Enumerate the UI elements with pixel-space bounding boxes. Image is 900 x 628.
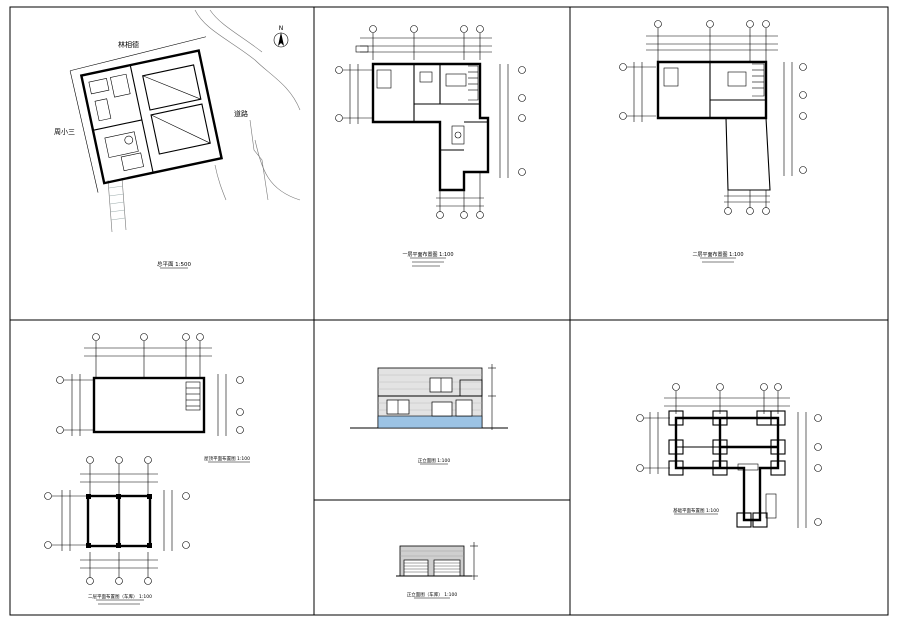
site-label-west-neighbor: 周小三	[54, 127, 75, 136]
panel-elevation-main: 正立面图 1:100	[350, 364, 508, 465]
panel-site-plan: N	[54, 9, 301, 269]
site-label-road: 道路	[234, 109, 248, 118]
floor2-title: 二层平面布置图 1:100	[693, 251, 744, 258]
site-path	[107, 177, 127, 233]
elevation-garage-title: 正立面图（车库） 1:100	[407, 591, 458, 598]
north-arrow-icon: N	[273, 25, 289, 48]
floor1-title: 一层平面布置图 1:100	[403, 251, 454, 258]
panel-floor1-plan: 一层平面布置图 1:100	[335, 25, 526, 267]
elevation-main-title: 正立面图 1:100	[418, 457, 451, 464]
panel-floor2-plan: 二层平面布置图 1:100	[619, 20, 807, 263]
panel-roof-plan: 屋顶平面布置图 1:100	[56, 333, 250, 463]
site-title: 总平面 1:500	[157, 260, 192, 268]
north-label: N	[279, 25, 284, 32]
panel-foundation-plan: 基础平面布置图 1:100	[636, 383, 822, 528]
site-contour-2	[209, 9, 263, 53]
panel-floor2-annex: 二层平面布置图（车库） 1:100	[44, 456, 190, 605]
roof-title: 屋顶平面布置图 1:100	[204, 455, 250, 462]
floor2-annex-title: 二层平面布置图（车库） 1:100	[88, 593, 152, 600]
site-contour-1	[194, 9, 301, 111]
panel-elevation-garage: 正立面图（车库） 1:100	[396, 542, 478, 599]
site-contour-4	[249, 119, 269, 201]
elevation-base-band	[377, 415, 483, 429]
site-path-hatch	[108, 185, 126, 221]
foundation-title: 基础平面布置图 1:100	[673, 507, 719, 514]
site-buildings	[69, 36, 224, 193]
site-contour-5	[214, 164, 227, 201]
sheet-border	[9, 6, 889, 616]
site-label-north-neighbor: 林相德	[118, 40, 139, 49]
site-contour-3	[254, 139, 301, 201]
